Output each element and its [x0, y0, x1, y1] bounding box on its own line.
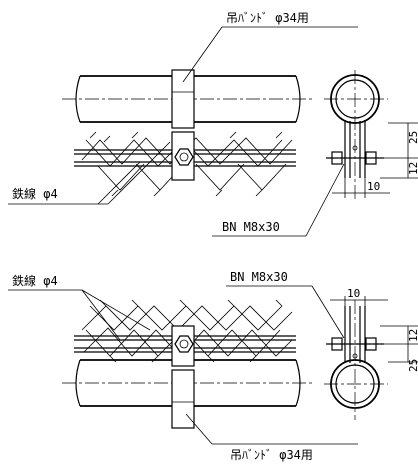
lower-labels: 鉄線 φ4 BN M8x30 吊ﾊﾞﾝﾄﾞ φ34用: [8, 270, 358, 462]
upper-dim-25: 25: [407, 131, 418, 144]
lower-side-view: [324, 300, 388, 420]
lower-dim-12: 12: [407, 329, 418, 342]
lower-band-label: 吊ﾊﾞﾝﾄﾞ φ34用: [230, 448, 313, 462]
upper-detail: 25 12 10 吊ﾊﾞﾝﾄﾞ φ34用 鉄線 φ4 BN M8x30: [8, 11, 418, 237]
upper-dim-12: 12: [407, 162, 418, 175]
upper-wire-label: 鉄線 φ4: [12, 186, 58, 201]
lower-wire-label: 鉄線 φ4: [12, 273, 58, 288]
upper-dimensions: 25 12 10: [332, 122, 418, 198]
upper-labels: 吊ﾊﾞﾝﾄﾞ φ34用 鉄線 φ4 BN M8x30: [8, 11, 358, 237]
upper-side-view: [324, 70, 388, 200]
lower-dim-10: 10: [347, 287, 360, 300]
upper-hanger-band: [171, 69, 195, 181]
lower-detail: 12 25 10 鉄線 φ4 BN M8x30 吊ﾊﾞﾝﾄﾞ φ34用: [8, 270, 418, 462]
upper-band-label: 吊ﾊﾞﾝﾄﾞ φ34用: [226, 11, 309, 25]
lower-hanger-band: [171, 325, 195, 429]
upper-dim-10: 10: [367, 180, 380, 193]
upper-bolt-label: BN M8x30: [222, 220, 280, 234]
lower-dimensions: 12 25 10: [330, 287, 418, 372]
lower-dim-25: 25: [407, 359, 418, 372]
lower-bolt-label: BN M8x30: [230, 270, 288, 284]
